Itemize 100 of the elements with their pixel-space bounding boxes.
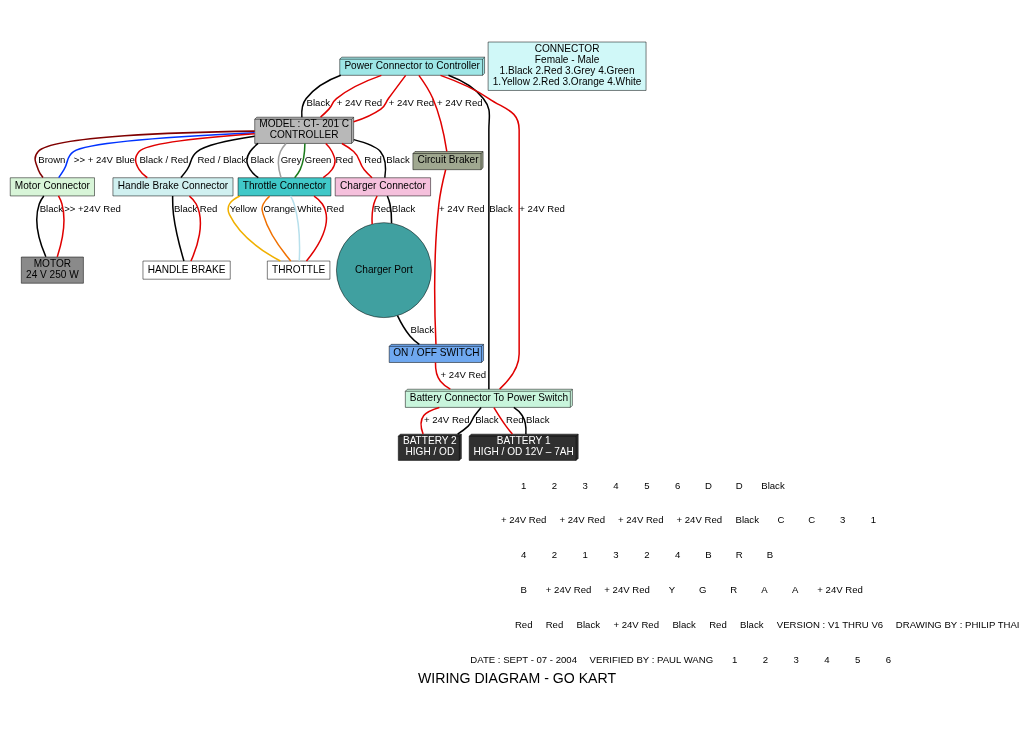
connector — [352, 74, 407, 123]
edge-label: Black — [250, 153, 275, 165]
connector — [371, 195, 378, 225]
edge-label: Black — [386, 153, 410, 165]
connector — [261, 195, 292, 262]
edge-label: >> +24V Red — [64, 202, 121, 214]
label: D — [704, 479, 712, 491]
label: C — [808, 514, 816, 526]
edge-label: Red — [199, 202, 218, 214]
edge-label: Red — [364, 153, 382, 165]
label: Black — [740, 618, 764, 630]
connector — [439, 74, 520, 390]
node-circle: Charger Port — [336, 222, 432, 318]
edge-label: Black — [475, 414, 499, 426]
label: + 24V Red — [604, 583, 650, 595]
label: 3 — [613, 549, 619, 561]
label: + 24V Red — [676, 514, 723, 526]
connector — [277, 142, 287, 179]
label: 4 — [824, 653, 830, 665]
connector — [341, 142, 373, 179]
edge-label: Black — [489, 202, 513, 214]
edge-label: Grey — [280, 153, 302, 165]
node-box: MOTOR 24 V 250 W — [21, 256, 84, 284]
edge-label: Yellow — [229, 202, 258, 214]
label: 2 — [551, 549, 558, 561]
edge-label: Red — [335, 153, 354, 165]
label: 6 — [885, 653, 892, 665]
label: B — [520, 583, 527, 595]
label: 5 — [644, 479, 650, 491]
label: Black — [761, 479, 785, 491]
node-box: CONNECTOR Female - Male 1.Black 2.Red 3.Grey 4.Green 1.Yellow 2.Red 3.Orange 4.White — [487, 41, 647, 91]
label: Black — [576, 618, 600, 630]
label: + 24V Red — [817, 583, 863, 595]
label: 3 — [582, 479, 588, 491]
connector — [418, 74, 448, 153]
edge-label: Black — [173, 202, 198, 214]
label: C — [777, 514, 785, 526]
edge-label: Black — [391, 202, 416, 214]
connector — [434, 169, 447, 346]
label: A — [761, 583, 768, 595]
connector — [319, 74, 383, 118]
connector — [447, 74, 491, 390]
edge-label: Black — [306, 97, 331, 109]
connector — [180, 135, 256, 179]
label: + 24V Red — [559, 514, 605, 526]
label: R — [735, 549, 743, 561]
label: VERSION : V1 THRU V6 — [776, 618, 884, 630]
label: Black — [672, 618, 696, 630]
label: 4 — [613, 479, 619, 491]
label: R — [730, 583, 738, 595]
edge-label: + 24V Red — [388, 97, 435, 109]
connector — [293, 142, 306, 179]
label: 6 — [674, 479, 681, 491]
label: B — [705, 549, 712, 561]
edge-label: Red / Black — [197, 153, 247, 165]
edge-label: + 24V Red — [437, 97, 483, 109]
diagram-title: WIRING DIAGRAM - GO KART — [417, 669, 617, 686]
edge-label: Brown — [38, 153, 66, 165]
label: + 24V Red — [500, 514, 547, 526]
label: 4 — [674, 549, 681, 561]
edge-label: White — [297, 202, 322, 214]
node-box: Throttle Connector — [237, 177, 332, 197]
connector — [36, 195, 47, 258]
edge-label: + 24V Red — [439, 202, 485, 214]
label: 2 — [762, 653, 769, 665]
label: B — [766, 549, 774, 561]
node-box: HANDLE BRAKE — [142, 260, 231, 280]
label: 1 — [731, 653, 738, 665]
connector — [305, 195, 328, 262]
edge-label: Black — [526, 414, 550, 426]
connector — [396, 314, 421, 346]
node-box: Charger Connector — [334, 177, 431, 197]
label: Red — [545, 618, 564, 630]
edge-label: Black — [410, 324, 434, 336]
label: 1 — [870, 514, 877, 526]
label: 2 — [551, 479, 558, 491]
label: VERIFIED BY : PAUL WANG — [589, 653, 714, 665]
edge-label: + 24V Red — [519, 202, 565, 214]
edge-label: Red — [506, 414, 524, 426]
label: Black — [735, 514, 759, 526]
connector — [246, 142, 260, 179]
edge-label: Green — [304, 153, 332, 165]
label: DATE : SEPT - 07 - 2004 — [470, 653, 578, 665]
connector — [289, 195, 301, 262]
node-box: Motor Connector — [10, 177, 95, 197]
connector — [434, 361, 452, 390]
label: + 24V Red — [617, 514, 664, 526]
connector — [134, 133, 256, 179]
node-box: THROTTLE — [267, 260, 331, 280]
label: G — [699, 583, 707, 595]
edge-label: >> + 24V Blue — [73, 153, 135, 165]
connector — [420, 406, 441, 435]
label: 1 — [521, 479, 527, 491]
connector — [171, 195, 185, 262]
label: 1 — [582, 549, 588, 561]
edge-label: Red — [326, 202, 344, 214]
label: D — [735, 479, 743, 491]
edge-label: + 24V Red — [336, 97, 383, 109]
label: Red — [709, 618, 727, 630]
edge-label: Black / Red — [139, 153, 189, 165]
